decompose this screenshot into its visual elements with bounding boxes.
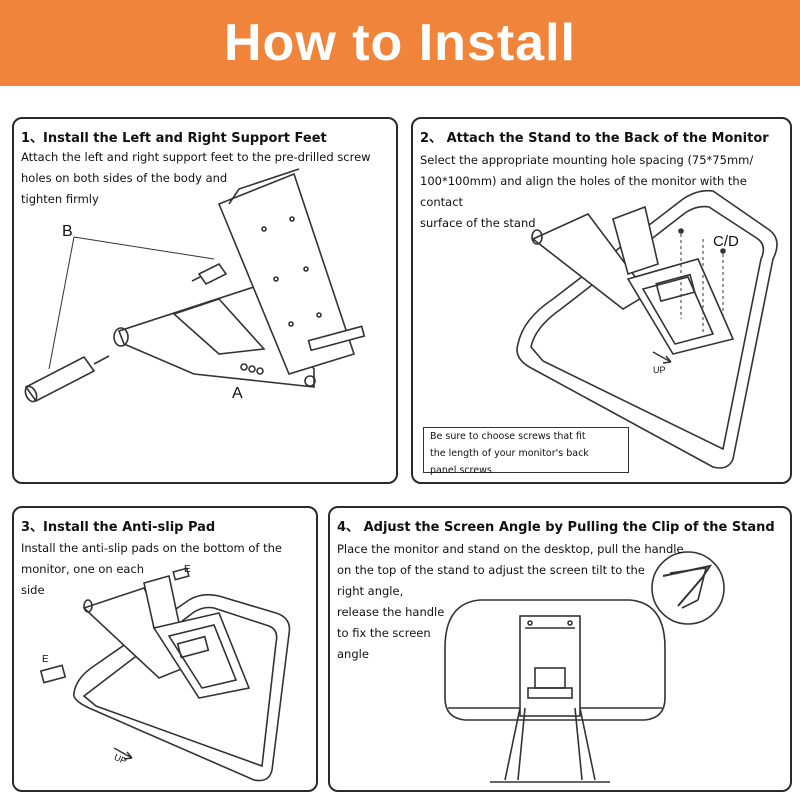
screw-note: Be sure to choose screws that fit the le…: [423, 427, 629, 476]
step-3-title: 3、Install the Anti-slip Pad: [21, 520, 216, 535]
label-a: A: [232, 385, 243, 402]
label-b: B: [62, 223, 73, 240]
step-3-panel: 3、Install the Anti-slip Pad Install the …: [12, 506, 318, 792]
step-1-illustration: [24, 168, 366, 403]
step-2-description: Select the appropriate mounting hole spa…: [420, 153, 754, 230]
step-4-panel: 4、 Adjust the Screen Angle by Pulling th…: [328, 506, 792, 792]
label-e-top: E: [184, 564, 191, 575]
step-2-title: 2、 Attach the Stand to the Back of the M…: [420, 131, 769, 146]
step-1-title: 1、Install the Left and Right Support Fee…: [21, 131, 327, 146]
step-4-illustration: [444, 551, 725, 783]
step-1-description: Attach the left and right support feet t…: [21, 150, 371, 206]
header-banner: How to Install: [0, 0, 800, 86]
step-2-illustration: [516, 189, 778, 469]
step-1-panel: 1、Install the Left and Right Support Fee…: [12, 117, 398, 484]
label-cd: C/D: [713, 233, 739, 250]
step-4-title: 4、 Adjust the Screen Angle by Pulling th…: [337, 520, 775, 535]
step-2-panel: 2、 Attach the Stand to the Back of the M…: [411, 117, 792, 484]
label-e-left: E: [42, 654, 49, 665]
step-3-description: Install the anti-slip pads on the bottom…: [21, 541, 282, 597]
page-title: How to Install: [224, 14, 576, 72]
step-4-description: Place the monitor and stand on the deskt…: [337, 542, 684, 661]
step-3-illustration: [39, 567, 291, 782]
up-label: UP: [653, 365, 666, 375]
